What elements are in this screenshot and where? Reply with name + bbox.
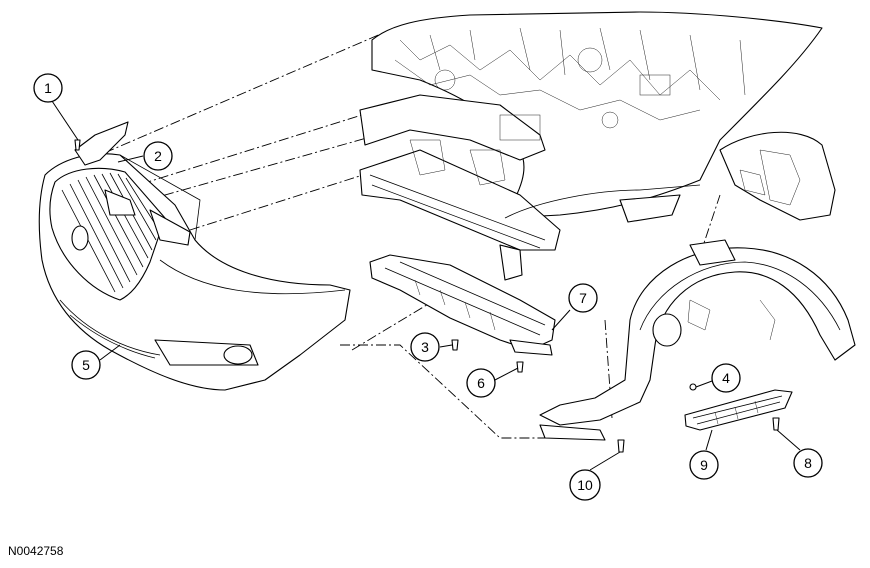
callout-10: 10 [569, 469, 601, 501]
vehicle-front-structure [359, 11, 836, 281]
callout-2: 2 [143, 141, 173, 171]
callout-8: 8 [793, 448, 823, 478]
callout-leaders [49, 97, 801, 471]
callout-5: 5 [71, 350, 101, 380]
callout-3-label: 3 [421, 339, 429, 355]
callout-5-label: 5 [82, 357, 90, 373]
callout-1: 1 [33, 73, 63, 103]
side-air-deflector [684, 389, 793, 431]
callout-7-label: 7 [579, 290, 587, 306]
figure-id-label: N0042758 [8, 544, 64, 558]
callout-2-label: 2 [154, 148, 162, 164]
callout-9: 9 [689, 450, 719, 480]
callout-9-label: 9 [700, 457, 708, 473]
front-bumper-cover [38, 121, 351, 391]
callout-8-label: 8 [804, 455, 812, 471]
callout-4: 4 [711, 363, 741, 393]
callout-6-label: 6 [477, 375, 485, 391]
callout-7: 7 [568, 283, 598, 313]
callout-1-label: 1 [44, 80, 52, 96]
wheel-liner [539, 239, 856, 441]
callout-3: 3 [410, 332, 440, 362]
callout-6: 6 [466, 368, 496, 398]
lower-air-deflector [369, 254, 556, 356]
callout-4-label: 4 [722, 370, 730, 386]
callout-10-label: 10 [577, 477, 593, 493]
